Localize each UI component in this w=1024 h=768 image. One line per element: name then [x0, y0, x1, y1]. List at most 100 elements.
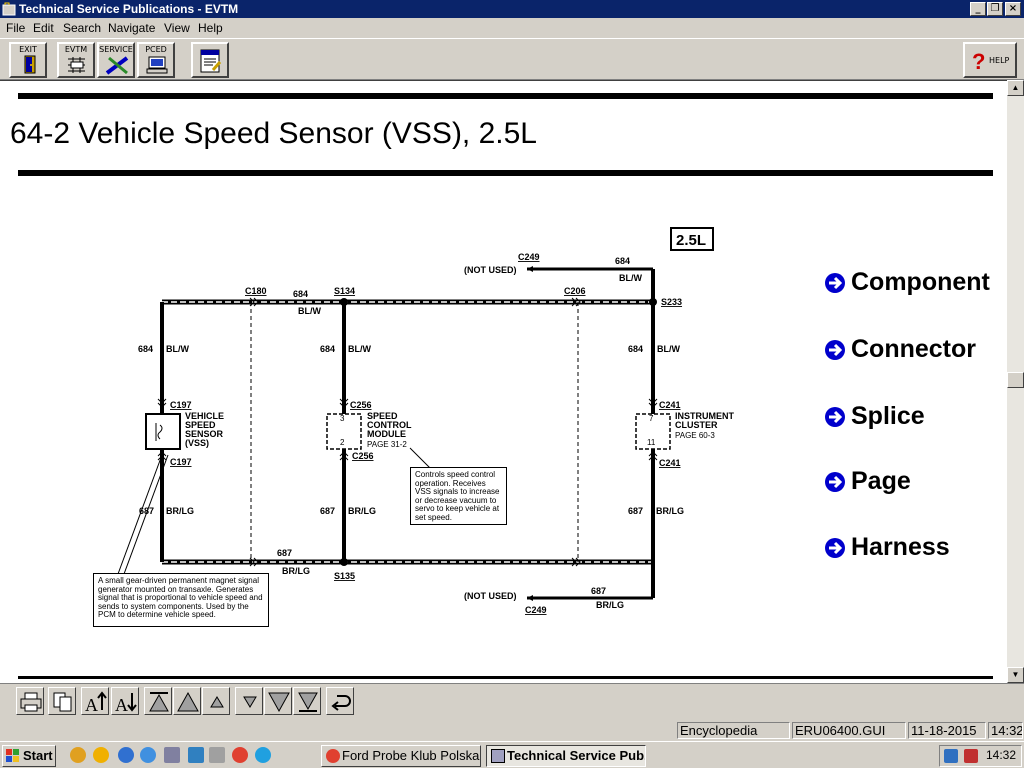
system-tray: 14:32 — [939, 745, 1022, 767]
menubar: File Edit Search Navigate View Help — [0, 18, 1024, 38]
back-button[interactable] — [326, 687, 354, 715]
connector-c197-bottom[interactable]: C197 — [170, 457, 192, 467]
svg-text:?: ? — [972, 50, 985, 72]
scroll-up-button[interactable]: ▲ — [1007, 80, 1024, 96]
service-button[interactable]: SERVICE — [97, 42, 135, 78]
connector-c256-bottom[interactable]: C256 — [352, 451, 374, 461]
ic-component-box[interactable] — [635, 413, 671, 450]
circuit-687-scm: 687 — [320, 506, 335, 516]
color-blw-top-right: BL/W — [619, 273, 642, 283]
font-larger-button[interactable]: A — [81, 687, 109, 715]
menu-help[interactable]: Help — [198, 21, 223, 35]
notepad-button[interactable] — [191, 42, 229, 78]
help-label: HELP — [989, 56, 1010, 65]
quicklaunch-skype-icon[interactable] — [255, 747, 271, 763]
connector-c256-top[interactable]: C256 — [350, 400, 372, 410]
exit-button[interactable]: EXIT — [9, 42, 47, 78]
connector-c249-top[interactable]: C249 — [518, 252, 540, 262]
last-page-button[interactable] — [293, 687, 321, 715]
evtm-label: EVTM — [64, 45, 88, 54]
next-page-button[interactable] — [235, 687, 263, 715]
printer-icon — [20, 692, 42, 712]
splice-s135[interactable]: S135 — [334, 571, 355, 581]
quicklaunch-network-icon[interactable] — [188, 747, 204, 763]
arrow-right-icon — [825, 407, 845, 427]
menu-edit[interactable]: Edit — [33, 21, 54, 35]
scroll-down-button[interactable]: ▼ — [1007, 667, 1024, 683]
quicklaunch-calc-icon[interactable] — [209, 747, 225, 763]
not-used-top: (NOT USED) — [464, 265, 517, 275]
volume-tray-icon[interactable] — [964, 749, 978, 763]
menu-file[interactable]: File — [6, 21, 26, 35]
start-label: Start — [23, 748, 53, 763]
service-label: SERVICE — [99, 45, 133, 54]
legend-connector-label: Connector — [851, 335, 976, 363]
close-button[interactable]: × — [1005, 2, 1021, 16]
pced-button[interactable]: PCED — [137, 42, 175, 78]
evtm-button[interactable]: EVTM — [57, 42, 95, 78]
splice-s233[interactable]: S233 — [661, 297, 682, 307]
copy-button[interactable] — [48, 687, 76, 715]
circuit-684-vss: 684 — [138, 344, 153, 354]
menu-view[interactable]: View — [164, 21, 190, 35]
menu-search[interactable]: Search — [63, 21, 102, 35]
scm-note: Controls speed control operation. Receiv… — [410, 467, 507, 525]
legend-component-label: Component — [851, 268, 990, 296]
up-triangle-small-icon — [210, 696, 224, 708]
previous-section-button[interactable] — [173, 687, 201, 715]
color-blw-ic: BL/W — [657, 344, 680, 354]
connector-c206[interactable]: C206 — [564, 286, 586, 296]
ic-pin-bottom: 11 — [647, 438, 656, 447]
legend-harness-label: Harness — [851, 533, 950, 561]
connector-c197-top[interactable]: C197 — [170, 400, 192, 410]
scm-label-1: SPEED — [367, 411, 398, 421]
circuit-684-top-bus: 684 — [293, 289, 308, 299]
circuit-684-scm: 684 — [320, 344, 335, 354]
connector-c180[interactable]: C180 — [245, 286, 267, 296]
quicklaunch-ie-icon[interactable] — [118, 747, 134, 763]
print-button[interactable] — [16, 687, 44, 715]
network-tray-icon[interactable] — [944, 749, 958, 763]
color-blw-vss: BL/W — [166, 344, 189, 354]
next-section-button[interactable] — [264, 687, 292, 715]
taskbar: Start Ford Probe Klub Polska • ... Techn… — [0, 741, 1024, 768]
connector-c241-bottom[interactable]: C241 — [659, 458, 681, 468]
quicklaunch-avast-icon[interactable] — [93, 747, 109, 763]
statusbar: Encyclopedia ERU06400.GUI 11-18-2015 14:… — [0, 720, 1024, 740]
menu-navigate[interactable]: Navigate — [108, 21, 156, 35]
first-page-button[interactable] — [144, 687, 172, 715]
quicklaunch-media-icon[interactable] — [70, 747, 86, 763]
ic-label-2: CLUSTER — [675, 420, 718, 430]
font-smaller-button[interactable]: A — [111, 687, 139, 715]
task-ford-probe[interactable]: Ford Probe Klub Polska • ... — [321, 745, 481, 767]
connector-c241-top[interactable]: C241 — [659, 400, 681, 410]
quicklaunch-app-icon[interactable] — [140, 747, 156, 763]
window-title: Technical Service Publications - EVTM — [19, 2, 239, 16]
connector-c249-bottom[interactable]: C249 — [525, 605, 547, 615]
splice-s233-dot — [649, 298, 657, 306]
vertical-scrollbar[interactable]: ▲ ▼ — [1007, 80, 1024, 683]
ic-label-1: INSTRUMENT — [675, 411, 734, 421]
taskbar-clock[interactable]: 14:32 — [986, 748, 1017, 762]
door-icon — [24, 55, 36, 74]
quicklaunch-chrome-icon[interactable] — [232, 747, 248, 763]
start-button[interactable]: Start — [2, 745, 56, 767]
task-evtm[interactable]: Technical Service Pub... — [486, 745, 646, 767]
minimize-button[interactable]: _ — [970, 2, 986, 16]
scm-component-box[interactable] — [326, 413, 362, 450]
task-evtm-label: Technical Service Pub... — [507, 748, 646, 763]
help-button[interactable]: ? HELP — [963, 42, 1017, 78]
arrow-not-used-top — [527, 266, 533, 272]
previous-page-button[interactable] — [202, 687, 230, 715]
scm-label-2: CONTROL — [367, 420, 412, 430]
status-time: 14:32 — [988, 722, 1023, 739]
ic-page-link[interactable]: PAGE 60-3 — [675, 431, 715, 440]
scm-page-link[interactable]: PAGE 31-2 — [367, 440, 407, 449]
quicklaunch-explorer-icon[interactable] — [164, 747, 180, 763]
vss-component-box[interactable] — [145, 413, 181, 450]
scroll-thumb[interactable] — [1007, 372, 1024, 388]
restore-button[interactable]: ❐ — [987, 2, 1003, 16]
window-titlebar[interactable]: Technical Service Publications - EVTM _ … — [0, 0, 1024, 18]
document-view[interactable]: 64-2 Vehicle Speed Sensor (VSS), 2.5L 2.… — [0, 80, 1007, 683]
splice-s134[interactable]: S134 — [334, 286, 355, 296]
